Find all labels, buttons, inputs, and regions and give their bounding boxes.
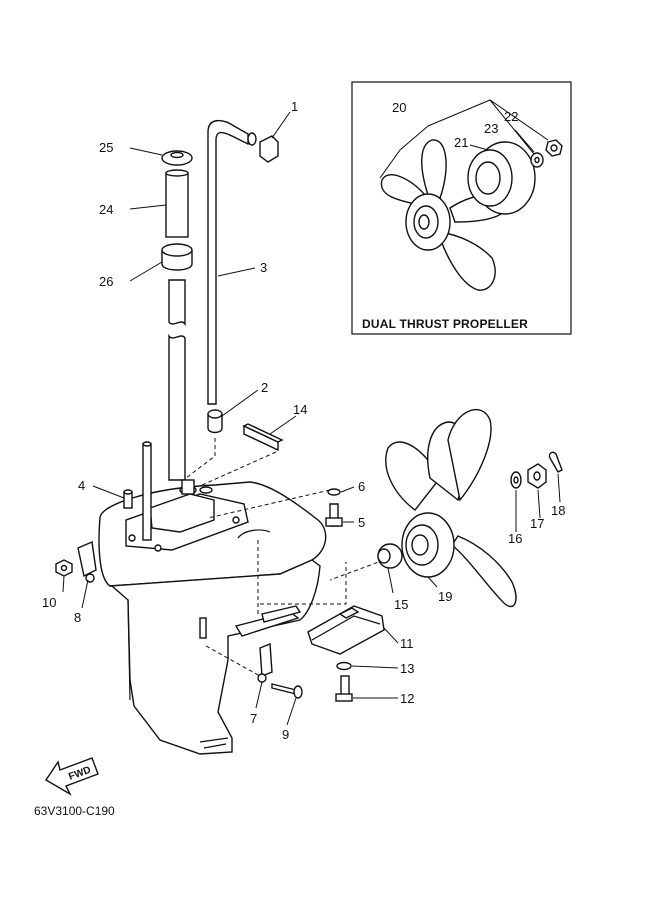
boot-1-drawing — [259, 135, 279, 163]
inset-frame — [351, 81, 572, 335]
washer-13-drawing — [336, 661, 352, 671]
gearcase-body-drawing — [109, 559, 321, 755]
part-label-25: 25 — [99, 140, 113, 155]
trim-tab-11-drawing — [307, 605, 385, 655]
lower-unit-case — [98, 441, 327, 755]
left-fasteners: 4 10 8 — [42, 478, 125, 625]
part-label-9: 9 — [282, 727, 289, 742]
prop-nut-hardware: 16 17 18 — [508, 451, 565, 546]
grommet-2-drawing — [207, 414, 223, 434]
washer-6-drawing — [327, 488, 341, 496]
screw-9-drawing — [271, 683, 297, 695]
trim-tab-assembly: 11 13 12 — [307, 605, 414, 706]
cotter-pin-18-drawing — [548, 451, 563, 473]
propeller-hub-drawing — [467, 141, 536, 215]
tube-24-drawing — [165, 172, 189, 238]
part-label-8: 8 — [74, 610, 81, 625]
part-label-5: 5 — [358, 515, 365, 530]
part-label-13: 13 — [400, 661, 414, 676]
bolt-12-drawing — [340, 675, 350, 697]
part-label-10: 10 — [42, 595, 56, 610]
part-label-7: 7 — [250, 711, 257, 726]
dual-thrust-propeller-drawing — [380, 139, 507, 291]
part-label-22: 22 — [504, 109, 518, 124]
part-label-4: 4 — [78, 478, 85, 493]
part-label-20: 20 — [392, 100, 406, 115]
part-label-23: 23 — [484, 121, 498, 136]
anode-7-drawing — [259, 642, 273, 678]
part-label-2: 2 — [261, 380, 268, 395]
part-label-24: 24 — [99, 202, 113, 217]
part-label-16: 16 — [508, 531, 522, 546]
part-label-1: 1 — [291, 99, 298, 114]
inset-caption: DUAL THRUST PROPELLER — [362, 317, 528, 331]
part-label-15: 15 — [394, 597, 408, 612]
part-label-12: 12 — [400, 691, 414, 706]
part-label-17: 17 — [530, 516, 544, 531]
fwd-arrow-icon: FWD — [45, 757, 99, 796]
part-label-11: 11 — [400, 636, 414, 651]
part-label-19: 19 — [438, 589, 452, 604]
shift-rod-3-drawing — [207, 119, 249, 405]
anode-assembly: 7 9 — [250, 642, 303, 742]
plate-8-drawing — [77, 540, 97, 578]
part-label-26: 26 — [99, 274, 113, 289]
water-tube-assembly: 25 24 26 — [99, 140, 193, 481]
shift-rod-assembly: 1 3 2 — [207, 99, 298, 434]
part-label-3: 3 — [260, 260, 267, 275]
part-label-6: 6 — [358, 479, 365, 494]
part-label-21: 21 — [454, 135, 468, 150]
part-label-18: 18 — [551, 503, 565, 518]
diagram-code: 63V3100-C190 — [34, 804, 115, 818]
seal-14: 14 — [242, 402, 307, 452]
dual-thrust-propeller-inset: 20 22 23 21 DUAL THRUST PROPELLER — [351, 81, 572, 335]
part-label-14: 14 — [293, 402, 307, 417]
right-fasteners: 6 5 — [325, 479, 365, 530]
propeller-assembly: 15 19 — [377, 409, 517, 612]
